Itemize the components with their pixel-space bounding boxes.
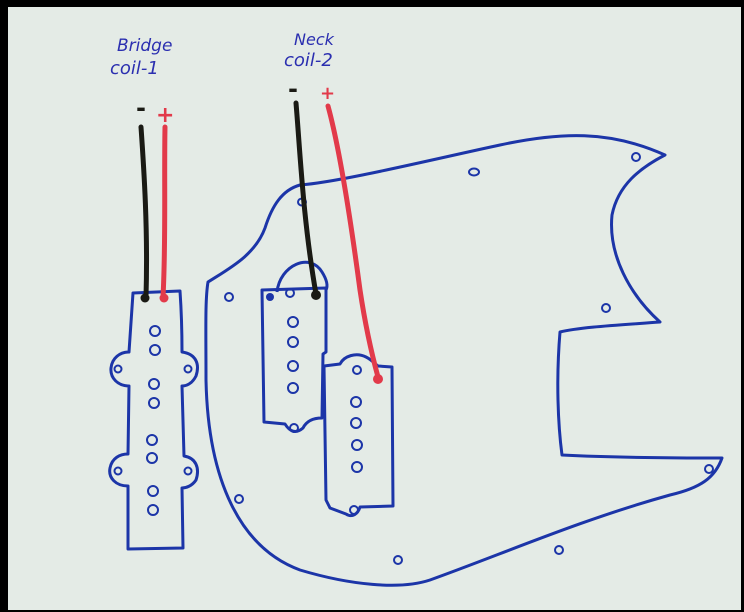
bridge-pickup-outline xyxy=(108,289,199,551)
neck-coil1-lead-loop xyxy=(275,260,329,293)
neck-label-line2: coil-2 xyxy=(284,50,333,71)
bridge-positive-terminal xyxy=(159,293,169,303)
pole-piece xyxy=(148,397,160,409)
neck-black-wire xyxy=(293,100,319,297)
pole-piece xyxy=(287,336,299,348)
neck-coil1-pole-pieces xyxy=(285,288,299,433)
pole-piece xyxy=(351,461,363,473)
mount-hole xyxy=(113,466,123,476)
neck-negative-mark: - xyxy=(288,75,298,103)
pickguard-screw-holes xyxy=(224,152,714,565)
screw-hole xyxy=(554,545,564,555)
pole-piece xyxy=(148,378,160,390)
screw-hole xyxy=(224,292,234,302)
bridge-negative-terminal xyxy=(140,293,150,303)
neck-positive-terminal xyxy=(373,374,383,384)
pole-piece xyxy=(351,439,363,451)
bridge-negative-mark: - xyxy=(136,94,146,122)
pole-piece xyxy=(147,485,159,497)
bridge-black-wire xyxy=(138,124,150,300)
neck-coil1-start-terminal xyxy=(266,293,274,301)
mount-hole xyxy=(352,365,362,375)
bridge-label-line2: coil-1 xyxy=(110,58,159,79)
screw-hole xyxy=(468,167,480,177)
mount-hole xyxy=(289,423,299,433)
neck-coil-label: Neck coil-2 xyxy=(284,30,335,71)
pole-piece xyxy=(287,382,299,394)
bridge-pickup xyxy=(108,289,199,551)
screw-hole xyxy=(393,555,403,565)
neck-pickup-coil-1 xyxy=(260,260,329,433)
bridge-positive-mark: + xyxy=(156,103,174,128)
neck-label-line1: Neck xyxy=(294,30,335,49)
screw-hole xyxy=(601,303,611,313)
neck-positive-mark: + xyxy=(320,83,335,104)
mount-hole xyxy=(285,288,295,298)
mount-hole xyxy=(349,505,359,515)
pole-piece xyxy=(287,360,299,372)
bridge-red-wire xyxy=(160,124,168,300)
bridge-label-line1: Bridge xyxy=(117,36,172,56)
pickguard-outline xyxy=(204,134,724,587)
pole-piece xyxy=(147,504,159,516)
screw-hole xyxy=(631,152,641,162)
mount-hole xyxy=(113,364,123,374)
mount-hole xyxy=(183,466,193,476)
bridge-pole-pieces xyxy=(113,325,193,516)
screw-hole xyxy=(704,464,714,474)
pole-piece xyxy=(146,452,158,464)
neck-coil2-pole-pieces xyxy=(349,365,363,515)
neck-negative-terminal xyxy=(311,290,321,300)
neck-red-wire xyxy=(325,103,381,380)
pole-piece xyxy=(146,434,158,446)
pole-piece xyxy=(149,325,161,337)
pole-piece xyxy=(350,417,362,429)
pole-piece xyxy=(149,344,161,356)
pole-piece xyxy=(287,316,299,328)
mount-hole xyxy=(183,364,193,374)
neck-coil1-outline xyxy=(260,286,328,433)
bridge-coil-label: Bridge coil-1 xyxy=(110,36,172,79)
pole-piece xyxy=(350,396,362,408)
screw-hole xyxy=(234,494,244,504)
